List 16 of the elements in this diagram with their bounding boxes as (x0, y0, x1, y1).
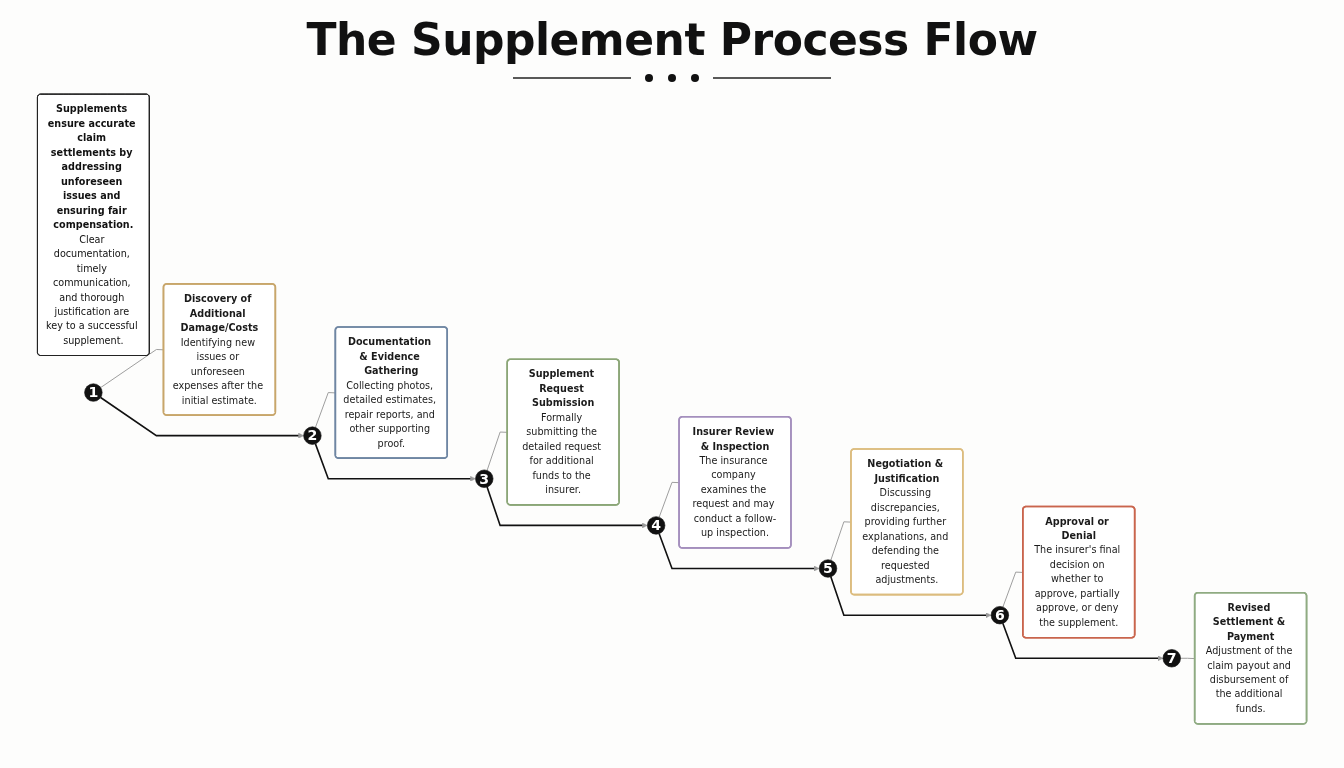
node-circle: 6 (990, 606, 1009, 625)
connector (486, 431, 508, 471)
arrow (99, 396, 304, 439)
arrow (314, 443, 476, 482)
node-circle: 3 (475, 469, 494, 488)
node-circle: 7 (1162, 649, 1181, 668)
node-circle: 2 (303, 426, 322, 445)
node-circle: 4 (647, 516, 666, 535)
arrow (486, 486, 648, 529)
arrow (830, 576, 992, 619)
arrow (658, 532, 820, 572)
node-circle: 5 (818, 559, 838, 578)
connector (658, 481, 680, 518)
title: The Supplement Process Flow (306, 14, 1038, 65)
node-circle: 1 (84, 383, 103, 402)
arrow (1002, 622, 1164, 662)
